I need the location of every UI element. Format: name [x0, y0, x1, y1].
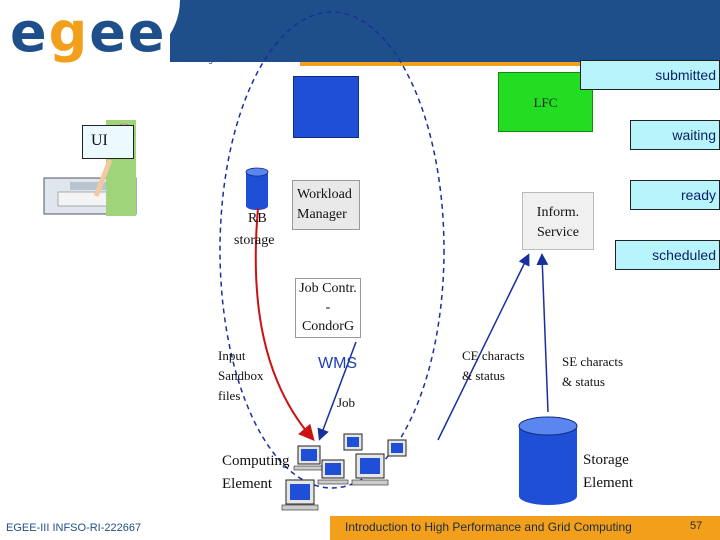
state-waiting: waiting	[630, 120, 720, 150]
database-cylinder-icon	[245, 167, 269, 210]
workload-manager-label: Workload Manager	[297, 187, 352, 222]
ce-characts-label: CE characts & status	[462, 348, 525, 383]
header-accent-strip	[300, 62, 720, 66]
computing-element-label: Computing Element	[222, 453, 290, 492]
input-sandbox-arrow	[254, 207, 315, 442]
inform-service-label: Inform. Service	[536, 205, 580, 240]
project-id: EGEE-III INFSO-RI-222667	[6, 522, 142, 534]
storage-element-label: Storage Element	[583, 452, 633, 491]
footer-band	[330, 516, 720, 540]
wms-label: WMS	[318, 355, 358, 372]
ui-label: UI	[91, 132, 108, 149]
rb-label: RB	[248, 211, 267, 226]
slide-header: egee Enabling Grids for E-sciencE	[0, 0, 720, 66]
lfc-box: LFC	[498, 72, 593, 132]
page-number: 57	[690, 520, 703, 532]
lfc-label: LFC	[533, 95, 558, 110]
slide-footer: EGEE-III INFSO-RI-222667 Introduction to…	[0, 514, 720, 540]
job-controller-box: Job Contr. - CondorG	[295, 278, 361, 338]
job-submission-arrow	[317, 341, 357, 441]
inform-service-box: Inform. Service	[522, 192, 594, 250]
workload-manager-box: Workload Manager	[292, 180, 360, 230]
job-controller-label: Job Contr. - CondorG	[299, 281, 357, 334]
wms-component-box	[293, 76, 359, 138]
course-title: Introduction to High Performance and Gri…	[345, 520, 632, 534]
wms-boundary	[219, 11, 445, 489]
input-sandbox-label: Input Sandbox files	[218, 348, 264, 403]
ui-box: UI	[82, 125, 134, 159]
computer-cluster-icon	[281, 433, 407, 511]
header-logo-area	[0, 0, 180, 64]
se-characts-label: SE characts & status	[562, 354, 624, 389]
database-cylinder-icon	[518, 416, 578, 505]
state-ready: ready	[630, 180, 720, 210]
rb-storage-label: storage	[234, 233, 275, 248]
se-status-arrow	[536, 253, 549, 413]
ce-status-arrow	[437, 253, 530, 441]
header-tagline: Enabling Grids for E-sciencE	[178, 54, 294, 64]
state-scheduled: scheduled	[615, 240, 720, 270]
job-label: Job	[337, 395, 356, 410]
egee-logo: egee	[10, 1, 167, 64]
footer-left	[0, 514, 300, 540]
state-submitted: submitted	[580, 60, 720, 90]
header-band	[170, 0, 720, 62]
